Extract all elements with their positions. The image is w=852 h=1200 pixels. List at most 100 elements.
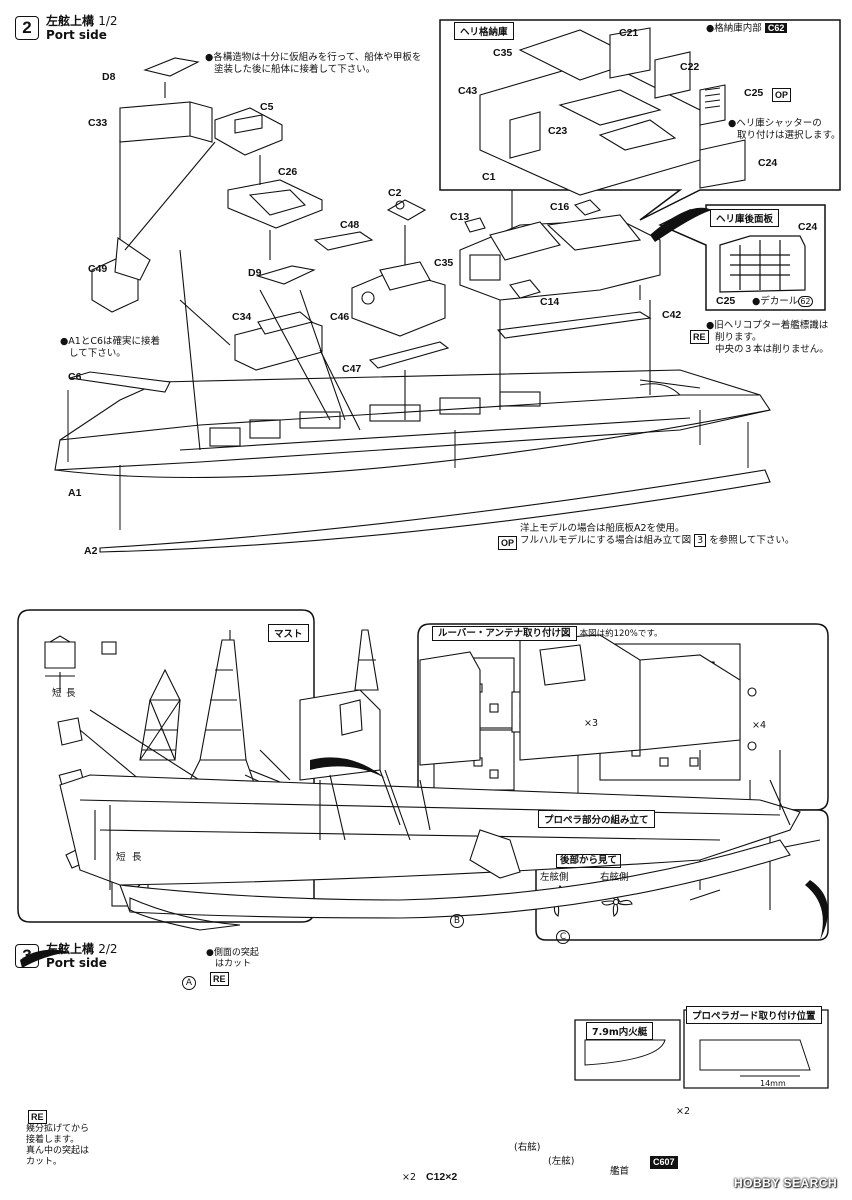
watermark: HOBBY SEARCH <box>734 1176 838 1190</box>
step-3-title-jp: 左舷上構 <box>46 942 95 956</box>
ref-circle-c: C <box>556 930 570 944</box>
mult-x4-c31: ×4 <box>752 720 767 731</box>
note-main: ●各構造物は十分に仮組みを行って、船体や甲板を 塗装した後に船体に接着して下さい… <box>205 52 421 76</box>
label-c35-lower: C35 <box>434 257 454 269</box>
decal-bullet: ● <box>752 296 761 307</box>
re-badge-b31: RE <box>28 1110 47 1124</box>
label-c42: C42 <box>662 309 682 321</box>
re-badge-c9: RE <box>210 972 229 986</box>
label-c5: C5 <box>260 101 274 113</box>
label-c24-rear: C24 <box>798 221 818 233</box>
b31-note-line-4: カット。 <box>26 1157 62 1167</box>
label-c16: C16 <box>550 201 570 213</box>
label-c21: C21 <box>619 27 639 39</box>
long-label-c39: 長 <box>66 688 76 699</box>
label-c13: C13 <box>450 211 470 223</box>
note-heli-line-3: 中央の３本は削りません。 <box>715 344 829 355</box>
prop-view-label: 後部から見て <box>556 854 622 868</box>
b31-note-line-1: 幾分拡げてから <box>26 1124 90 1134</box>
note-a1-c6: ●A1とC6は確実に接着 して下さい。 <box>60 336 160 360</box>
decal-label: デカール <box>760 296 799 307</box>
guard-box-title: プロペラガード取り付け位置 <box>686 1006 822 1024</box>
prop-stbd-label: 右舷側 <box>600 872 629 883</box>
label-c33: C33 <box>88 117 108 129</box>
label-c26: C26 <box>278 166 298 178</box>
hangar-interior-text: ●格納庫内部 <box>706 23 762 34</box>
label-c46: C46 <box>330 311 350 323</box>
side-cut-note: ●側面の突起 はカット <box>206 948 259 970</box>
note-op: 洋上モデルの場合は船底板A2を使用。 フルハルモデルにする場合は組み立て図 3 … <box>520 523 794 547</box>
b31-note-line-2: 接着します。 <box>26 1135 80 1145</box>
label-c24-hangar: C24 <box>758 157 778 169</box>
note-heli: ●旧ヘリコプター着艦標識は 削ります。 中央の３本は削りません。 <box>706 320 829 356</box>
label-a1: A1 <box>68 487 82 499</box>
step-2-diagram <box>54 19 841 553</box>
op-badge: OP <box>498 536 518 550</box>
label-c48: C48 <box>340 219 360 231</box>
label-c2: C2 <box>388 187 402 199</box>
hangar-interior-note: ●格納庫内部 C62 <box>706 22 788 35</box>
label-c25-rear: C25 <box>716 295 736 307</box>
louver-box-note: 本図は約120%です。 <box>579 629 663 639</box>
label-c49: C49 <box>88 263 108 275</box>
label-c25-hangar: C25 <box>744 87 764 99</box>
step-3-title: 左舷上構 2/2 Port side <box>46 942 118 970</box>
label-c47: C47 <box>342 363 362 375</box>
hangar-box-title: ヘリ格納庫 <box>454 22 514 40</box>
rear-panel-box-title: ヘリ庫後面板 <box>710 209 780 227</box>
label-c12-multiple: C12×2 <box>426 1171 458 1183</box>
label-c14: C14 <box>540 296 560 308</box>
shutter-note-line-1: ●ヘリ庫シャッターの <box>728 118 822 129</box>
prop-port-label: 左舷側 <box>540 872 569 883</box>
step-2-number: 2 <box>15 16 39 40</box>
step-2-title-en: Port side <box>46 28 107 42</box>
step-2-title-page: 1/2 <box>98 14 118 28</box>
long-label-c38: 長 <box>132 852 142 863</box>
ref-circle-a: A <box>182 976 196 990</box>
ref-circle-b: B <box>450 914 464 928</box>
step-3-title-en: Port side <box>46 956 107 970</box>
label-a2: A2 <box>84 545 98 557</box>
b31-note-line-3: 真ん中の突起は <box>26 1146 90 1156</box>
note-main-line-1: ●各構造物は十分に仮組みを行って、船体や甲板を <box>205 52 422 63</box>
step-2-title-jp: 左舷上構 <box>46 14 95 28</box>
boat-bow-label: 艦首 <box>610 1166 630 1177</box>
label-c43: C43 <box>458 85 478 97</box>
label-c23: C23 <box>548 125 568 137</box>
note-main-line-2: 塗装した後に船体に接着して下さい。 <box>214 64 376 75</box>
note-op-line-3: を参照して下さい。 <box>709 535 795 546</box>
guard-dimension: 14mm <box>760 1079 786 1088</box>
short-label-c39: 短 <box>52 688 62 699</box>
mult-x2-b25: ×2 <box>676 1106 691 1117</box>
boat-box-title: 7.9m内火艇 <box>586 1022 654 1040</box>
op-badge-hangar: OP <box>772 88 792 102</box>
note-op-line-2: フルハルモデルにする場合は組み立て図 3 を参照して下さい。 <box>520 534 795 547</box>
label-c22: C22 <box>680 61 700 73</box>
short-label-c38: 短 <box>116 852 126 863</box>
label-c34: C34 <box>232 311 252 323</box>
step-3-diagram <box>17 609 829 1089</box>
louver-box-title: ルーバー・アンテナ取り付け図 <box>432 626 577 641</box>
decal-number: 62 <box>798 296 813 307</box>
label-c1: C1 <box>482 171 496 183</box>
note-a1-c6-line-1: ●A1とC6は確実に接着 <box>60 336 161 347</box>
label-c35-hangar: C35 <box>493 47 513 59</box>
prop-box-title: プロペラ部分の組み立て <box>538 810 655 828</box>
note-heli-line-2: 削ります。 <box>715 332 762 343</box>
b31-note: 幾分拡げてから 接着します。 真ん中の突起は カット。 <box>26 1124 89 1168</box>
hangar-interior-code: C62 <box>764 23 788 33</box>
f7-side-note: (左舷) <box>548 1156 575 1167</box>
step-3-title-page: 2/2 <box>98 942 118 956</box>
note-heli-line-1: ●旧ヘリコプター着艦標識は <box>706 320 829 331</box>
mult-x3-c31: ×3 <box>584 718 599 729</box>
note-op-line-1: 洋上モデルの場合は船底板A2を使用。 <box>520 523 685 534</box>
label-d8: D8 <box>102 71 116 83</box>
note-op-line-2-text: フルハルモデルにする場合は組み立て図 <box>520 535 692 546</box>
re-badge-heli: RE <box>690 330 709 344</box>
label-c6: C6 <box>68 371 82 383</box>
step-2-title: 左舷上構 1/2 Port side <box>46 14 118 42</box>
boat-code: C607 <box>650 1156 678 1169</box>
label-d9: D9 <box>248 267 262 279</box>
note-a1-c6-line-2: して下さい。 <box>69 348 126 359</box>
